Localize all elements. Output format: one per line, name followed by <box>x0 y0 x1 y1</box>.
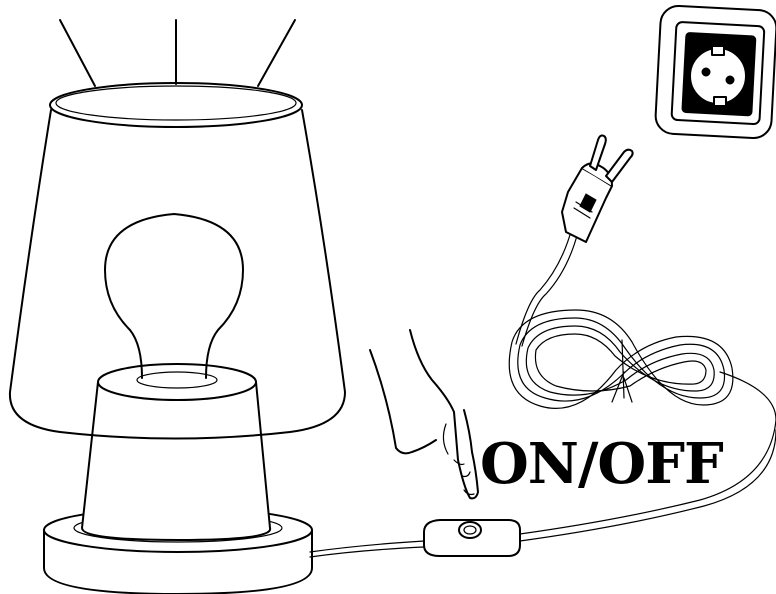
on-off-label: ON/OFF <box>480 431 724 497</box>
pointing-hand-icon <box>369 329 479 500</box>
light-bulb-icon <box>104 213 244 379</box>
wall-socket-icon <box>654 4 776 140</box>
inline-switch-icon <box>423 519 521 557</box>
coiled-cord-icon <box>508 309 734 409</box>
plug-cord-icon <box>515 227 579 347</box>
euro-plug-icon <box>561 134 634 243</box>
bulb-socket-icon <box>81 363 272 541</box>
switch-cable-icon <box>519 371 776 542</box>
lamp-shade-icon <box>8 82 346 440</box>
light-rays-icon <box>59 19 296 87</box>
power-cable-icon <box>309 540 425 558</box>
